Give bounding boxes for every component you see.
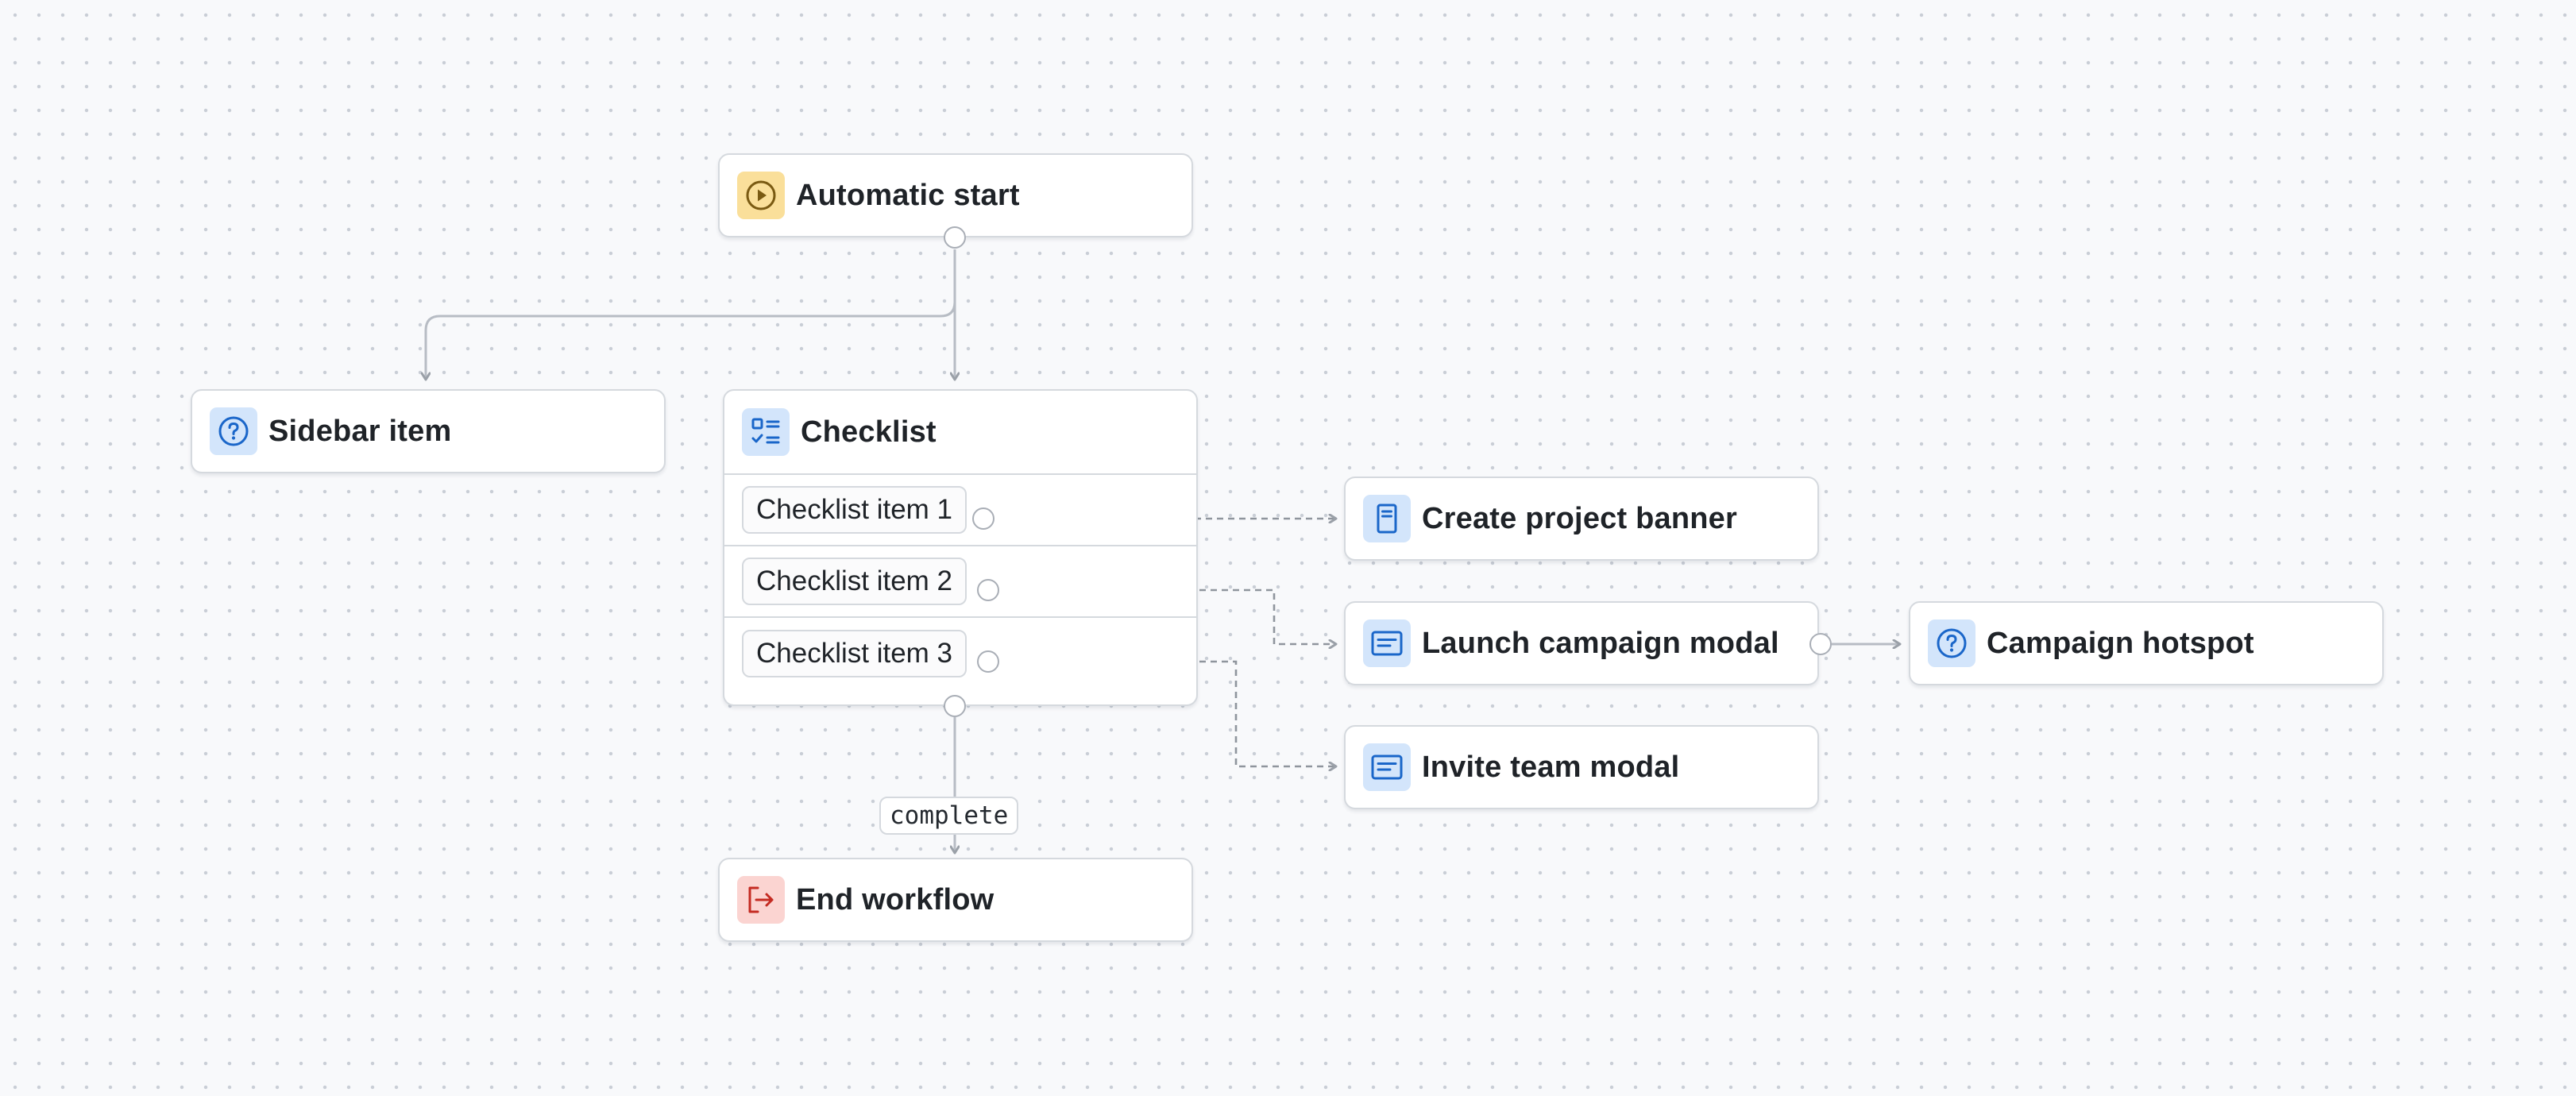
node-title: End workflow	[796, 882, 994, 917]
checklist-item-2[interactable]: Checklist item 2	[742, 558, 967, 605]
checklist-item-3[interactable]: Checklist item 3	[742, 630, 967, 677]
node-title: Launch campaign modal	[1422, 626, 1779, 660]
port-launch-campaign-modal-output[interactable]	[1809, 633, 1832, 655]
node-campaign-hotspot[interactable]: Campaign hotspot	[1909, 601, 2384, 685]
node-title: Automatic start	[796, 178, 1020, 212]
help-circle-icon	[210, 407, 257, 455]
node-sidebar-item[interactable]: Sidebar item	[191, 389, 666, 473]
port-checklist-complete[interactable]	[944, 695, 966, 717]
exit-icon	[737, 876, 785, 924]
node-title: Create project banner	[1422, 501, 1737, 535]
edge-item3-to-invite-team-modal	[999, 660, 1336, 766]
port-checklist-item-1[interactable]	[972, 507, 994, 530]
modal-icon	[1363, 743, 1411, 791]
modal-icon	[1363, 619, 1411, 667]
checklist-row: Checklist item 3	[724, 618, 1196, 689]
node-invite-team-modal[interactable]: Invite team modal	[1344, 725, 1819, 809]
checklist-header: Checklist	[724, 391, 1196, 475]
node-create-project-banner[interactable]: Create project banner	[1344, 477, 1819, 561]
checklist-item-1[interactable]: Checklist item 1	[742, 486, 967, 534]
help-circle-icon	[1928, 619, 1975, 667]
node-title: Campaign hotspot	[1987, 626, 2254, 660]
edge-start-to-sidebar-item	[426, 301, 956, 380]
checklist-icon	[742, 408, 790, 456]
node-title: Sidebar item	[268, 414, 452, 448]
checklist-row: Checklist item 1	[724, 475, 1196, 546]
port-start-output[interactable]	[944, 226, 966, 249]
banner-icon	[1363, 495, 1411, 542]
node-title: Checklist	[801, 415, 937, 449]
node-automatic-start[interactable]: Automatic start	[718, 153, 1193, 237]
port-checklist-item-2[interactable]	[977, 579, 999, 601]
node-launch-campaign-modal[interactable]: Launch campaign modal	[1344, 601, 1819, 685]
port-checklist-item-3[interactable]	[977, 650, 999, 673]
node-title: Invite team modal	[1422, 750, 1680, 784]
node-checklist[interactable]: Checklist Checklist item 1 Checklist ite…	[723, 389, 1198, 706]
checklist-row: Checklist item 2	[724, 546, 1196, 618]
node-end-workflow[interactable]: End workflow	[718, 858, 1193, 942]
play-circle-icon	[737, 172, 785, 219]
edge-label-complete: complete	[879, 797, 1019, 835]
